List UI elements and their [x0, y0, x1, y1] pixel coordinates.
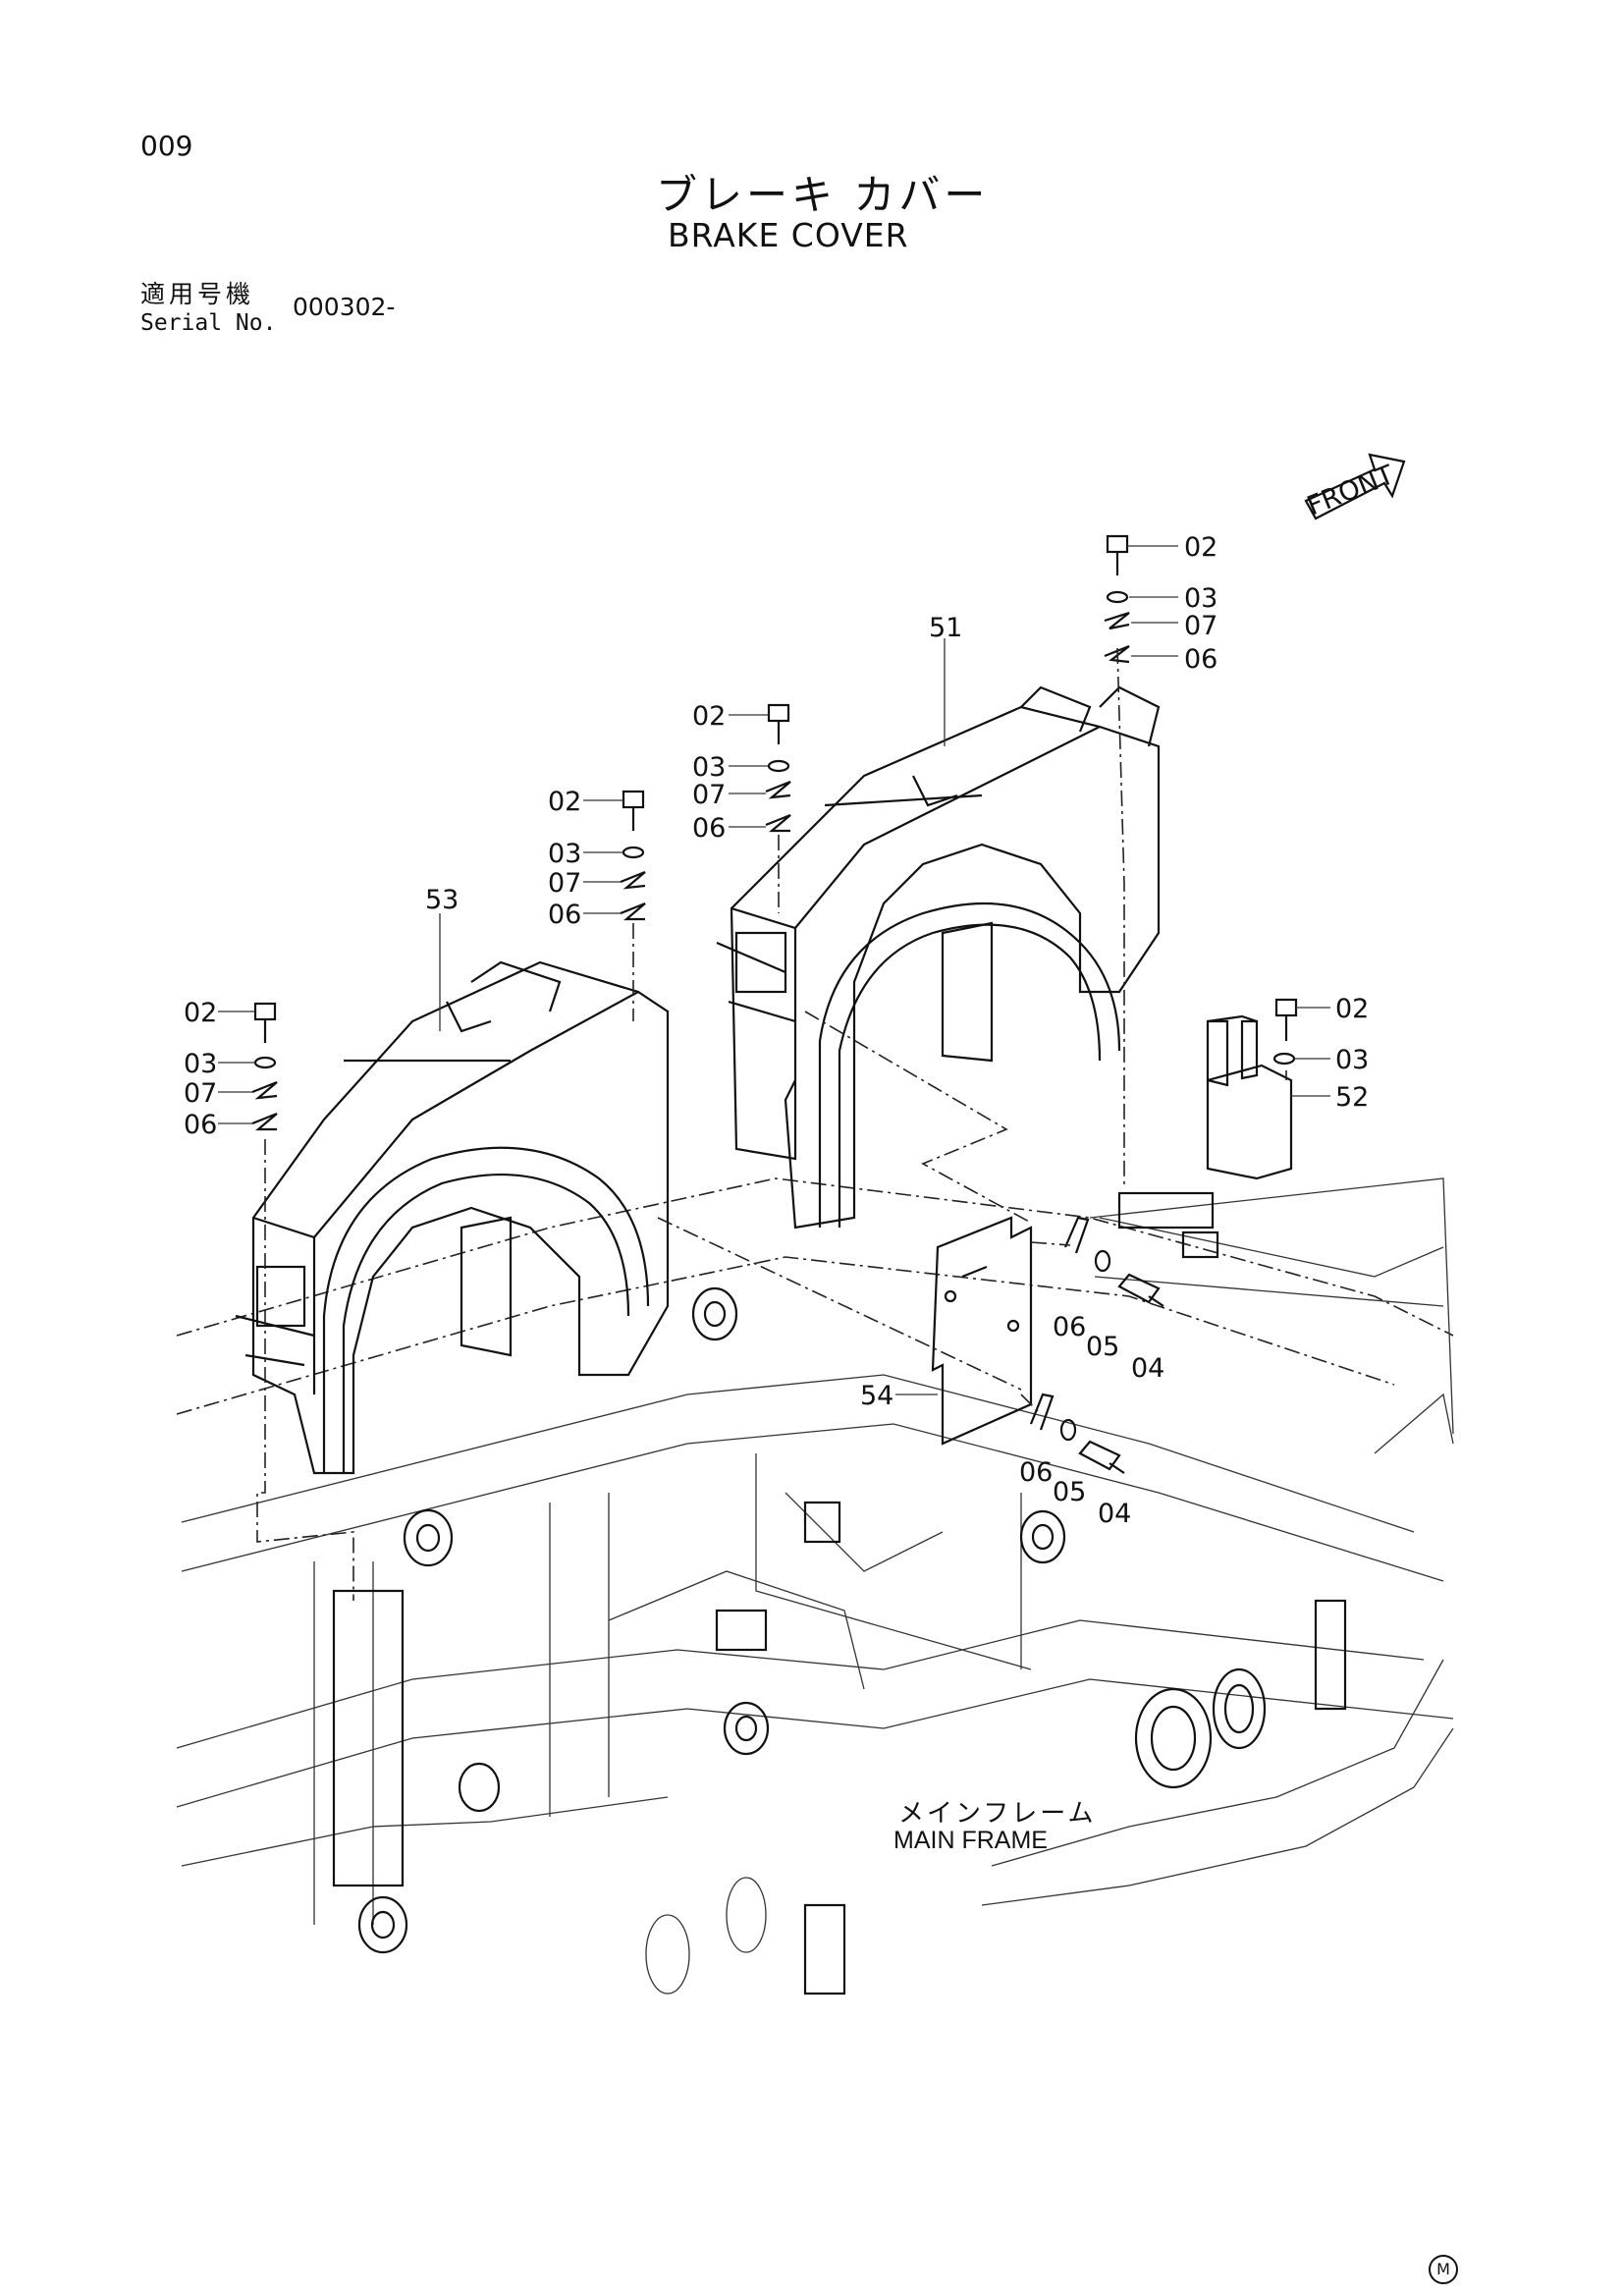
part-label-04: 04 [1131, 1353, 1164, 1384]
part-label-52: 52 [1335, 1082, 1369, 1113]
part-label-07: 07 [548, 868, 581, 899]
main-frame-label-japanese: メインフレーム [898, 1799, 1097, 1829]
front-arrow-icon: FRONT [1303, 453, 1406, 521]
part-label-03: 03 [692, 752, 726, 783]
part-label-54: 54 [860, 1381, 893, 1411]
bracket-52 [1206, 1014, 1293, 1180]
part-label-06: 06 [1053, 1312, 1086, 1342]
brake-cover-51 [716, 685, 1161, 1230]
part-label-07: 07 [692, 780, 726, 810]
part-label-53: 53 [425, 885, 459, 915]
part-label-02: 02 [692, 701, 726, 732]
part-label-03: 03 [1184, 583, 1217, 614]
part-label-05: 05 [1053, 1477, 1086, 1507]
part-label-06: 06 [548, 900, 581, 930]
serial-label: Serial No. [140, 310, 277, 336]
serial-number-value: 000302- [293, 293, 396, 321]
part-label-03: 03 [184, 1049, 217, 1079]
part-label-02: 02 [548, 787, 581, 817]
page-title: BRAKE COVER [668, 216, 909, 254]
front-label: FRONT [1303, 460, 1399, 521]
part-label-02: 02 [184, 998, 217, 1028]
part-label-02: 02 [1335, 994, 1369, 1024]
assembly-center-lines [256, 647, 1287, 1601]
part-label-51: 51 [929, 613, 962, 643]
serial-label-japanese: 適用号機 [140, 280, 255, 308]
part-label-06: 06 [184, 1110, 217, 1140]
part-label-07: 07 [184, 1078, 217, 1109]
main-frame-drawing [176, 1177, 1454, 1995]
maker-mark-icon: M [1429, 2255, 1458, 2284]
part-label-03: 03 [1335, 1045, 1369, 1075]
part-label-07: 07 [1184, 611, 1217, 641]
fastener-stacks [251, 534, 1298, 1474]
page-number: 009 [140, 130, 193, 162]
page-title-japanese: ブレーキ カバー [656, 171, 990, 219]
plate-54 [931, 1216, 1033, 1446]
part-label-04: 04 [1098, 1499, 1131, 1529]
part-label-02: 02 [1184, 532, 1217, 563]
leader-lines [218, 545, 1330, 1395]
part-label-05: 05 [1086, 1332, 1119, 1362]
brake-cover-53 [235, 960, 670, 1475]
part-labels: 02 03 07 06 51 02 03 07 06 02 03 07 06 5… [184, 532, 1369, 1529]
part-label-03: 03 [548, 839, 581, 869]
part-label-06: 06 [692, 813, 726, 844]
part-label-06: 06 [1019, 1457, 1053, 1488]
main-frame-label: MAIN FRAME [893, 1827, 1048, 1854]
part-label-06: 06 [1184, 644, 1217, 675]
